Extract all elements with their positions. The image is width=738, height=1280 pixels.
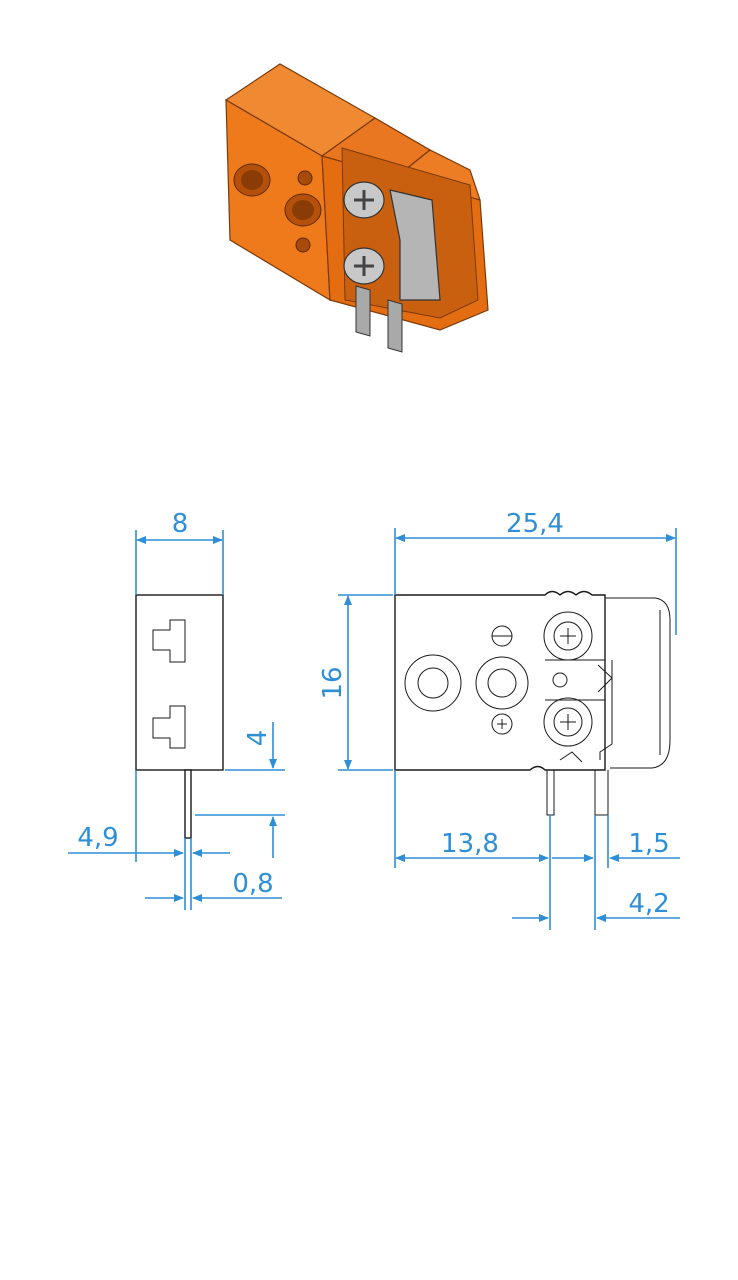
dimension-pin-position: 13,8 <box>394 770 551 930</box>
dimension-side-width: 8 <box>135 509 224 595</box>
pin-left <box>355 285 371 337</box>
dimension-label-16: 16 <box>318 666 348 699</box>
dimension-label-8: 8 <box>172 509 189 539</box>
dimension-side-offset: 4,9 <box>68 770 230 910</box>
metal-contact-strip <box>389 189 441 301</box>
dimension-pin-width: 1,5 <box>552 815 680 930</box>
front-view-body <box>394 590 606 771</box>
front-view <box>394 590 671 816</box>
screw-upper-icon <box>343 181 385 219</box>
side-view-body <box>135 594 224 771</box>
side-view-pin <box>184 769 192 839</box>
front-screw-lower-icon <box>543 697 593 747</box>
dimension-label-13-8: 13,8 <box>441 829 499 859</box>
dimension-front-height: 16 <box>318 594 393 771</box>
dimension-front-width: 25,4 <box>394 509 677 635</box>
dimension-pin-thickness: 0,8 <box>145 869 282 902</box>
dimension-label-0-8: 0,8 <box>232 869 273 899</box>
side-view <box>135 594 224 839</box>
front-pin-left <box>546 770 555 816</box>
dimension-label-4-2: 4,2 <box>628 889 669 919</box>
dimension-label-1-5: 1,5 <box>628 829 669 859</box>
dimension-label-4: 4 <box>243 730 273 747</box>
dimension-pin-length: 4 <box>195 722 285 858</box>
dimension-label-4-9: 4,9 <box>77 823 118 853</box>
isometric-connector-view <box>224 63 489 353</box>
dimension-label-25-4: 25,4 <box>506 509 564 539</box>
pin-right <box>387 299 403 353</box>
dimension-pin-spacing: 4,2 <box>512 889 680 922</box>
screw-lower-icon <box>343 247 385 285</box>
front-pin-right <box>594 770 609 816</box>
